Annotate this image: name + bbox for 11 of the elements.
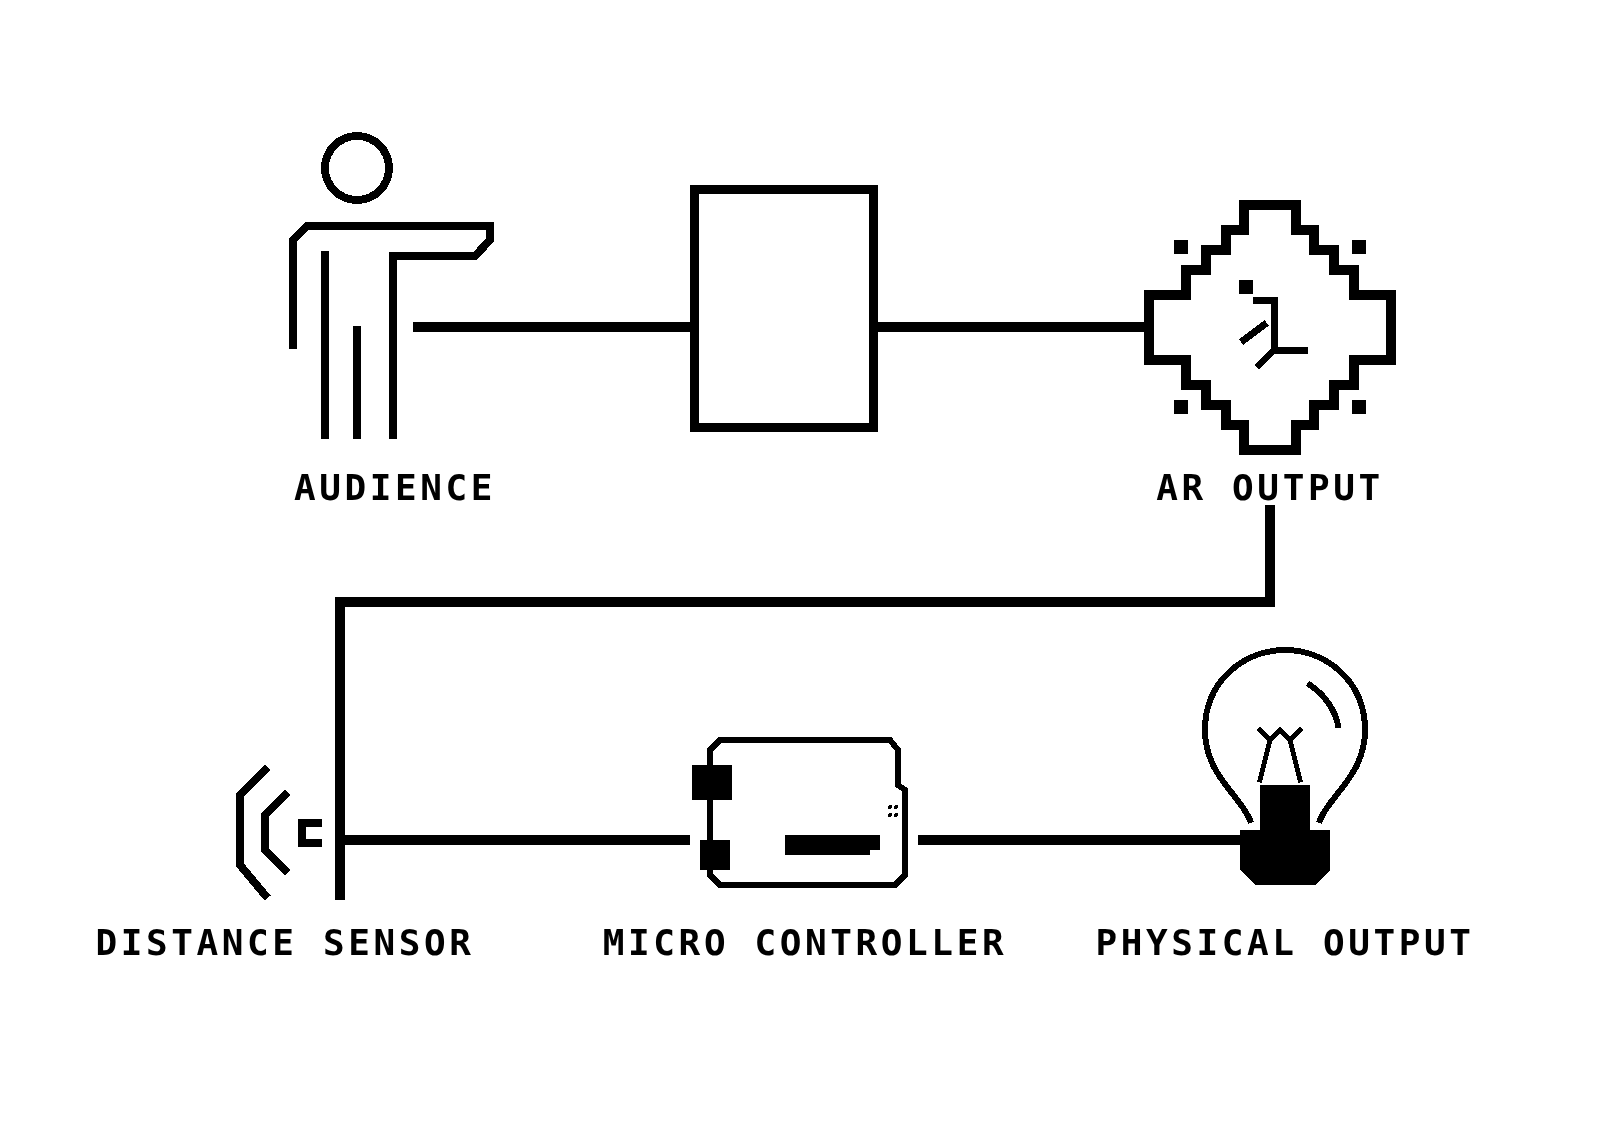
connector-line xyxy=(918,835,1240,845)
node-label: PHYSICAL OUTPUT xyxy=(1095,925,1475,961)
connector-line xyxy=(345,835,690,845)
connector-line xyxy=(335,505,1275,768)
connector-line xyxy=(413,322,690,332)
node-label: AUDIENCE xyxy=(293,470,497,506)
node-label: DISTANCE SENSOR xyxy=(95,925,475,961)
tablet-box xyxy=(690,185,878,432)
node-label: MICRO CONTROLLER xyxy=(602,925,1008,961)
node-label: AR OUTPUT xyxy=(1156,470,1384,506)
connector-line xyxy=(878,322,1144,332)
